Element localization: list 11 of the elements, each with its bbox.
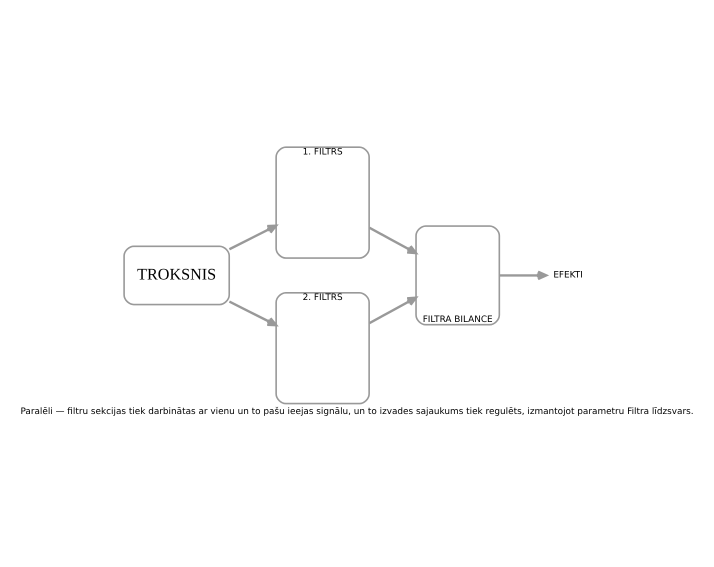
arrow bbox=[228, 224, 278, 250]
arrow bbox=[368, 226, 418, 254]
arrow bbox=[228, 300, 278, 326]
node-box: 2. FILTRS bbox=[275, 292, 370, 404]
node-box: 1. FILTRS bbox=[275, 146, 370, 259]
node-text: EFEKTI bbox=[553, 270, 583, 281]
node-box: TROKSNIS bbox=[123, 246, 230, 306]
arrow bbox=[368, 296, 418, 324]
arrow bbox=[500, 270, 548, 280]
caption: Paralēli — filtru sekcijas tiek darbinātas ar vienu un to pašu ieejas signālu, un to izvades sajaukums tiek regulēts, izmantojot parametru Filtra līdzsvars. bbox=[20, 406, 694, 417]
node-box: FILTRA BILANCE bbox=[415, 225, 500, 326]
